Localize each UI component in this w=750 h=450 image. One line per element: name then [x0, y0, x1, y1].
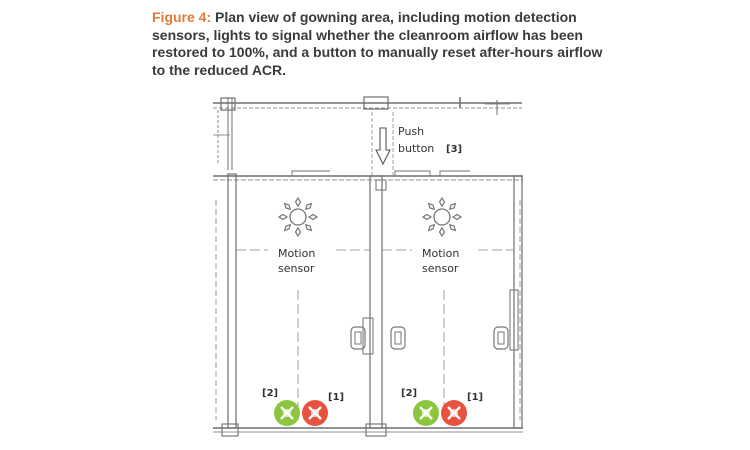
- room-walls: [213, 170, 523, 437]
- motion-sensor-icon: [422, 197, 462, 237]
- red-light-tag: [1]: [467, 392, 483, 403]
- motion-sensor-icon: [278, 197, 318, 237]
- figure-label: Figure 4:: [152, 9, 212, 25]
- door-handle: [493, 326, 509, 350]
- center-lines: [236, 249, 514, 420]
- push-button-line2: button: [398, 142, 434, 155]
- motion-sensor-label-line1: Motion: [422, 247, 459, 260]
- motion-sensor-label-line1: Motion: [278, 247, 315, 260]
- push-button-arrow: [371, 112, 394, 175]
- top-corridor-walls: [213, 96, 522, 170]
- door-handle: [390, 326, 406, 350]
- green-light-tag: [2]: [262, 388, 278, 399]
- motion-sensor-label-line2: sensor: [422, 262, 459, 275]
- figure-caption: Figure 4: Plan view of gowning area, inc…: [152, 9, 612, 79]
- motion-sensor-label-line2: sensor: [278, 262, 315, 275]
- push-button-line1: Push: [398, 125, 424, 138]
- caption-text: Plan view of gowning area, including mot…: [152, 9, 603, 78]
- green-light-tag: [2]: [401, 388, 417, 399]
- push-button-tag: [3]: [446, 144, 462, 155]
- red-light-tag: [1]: [328, 392, 344, 403]
